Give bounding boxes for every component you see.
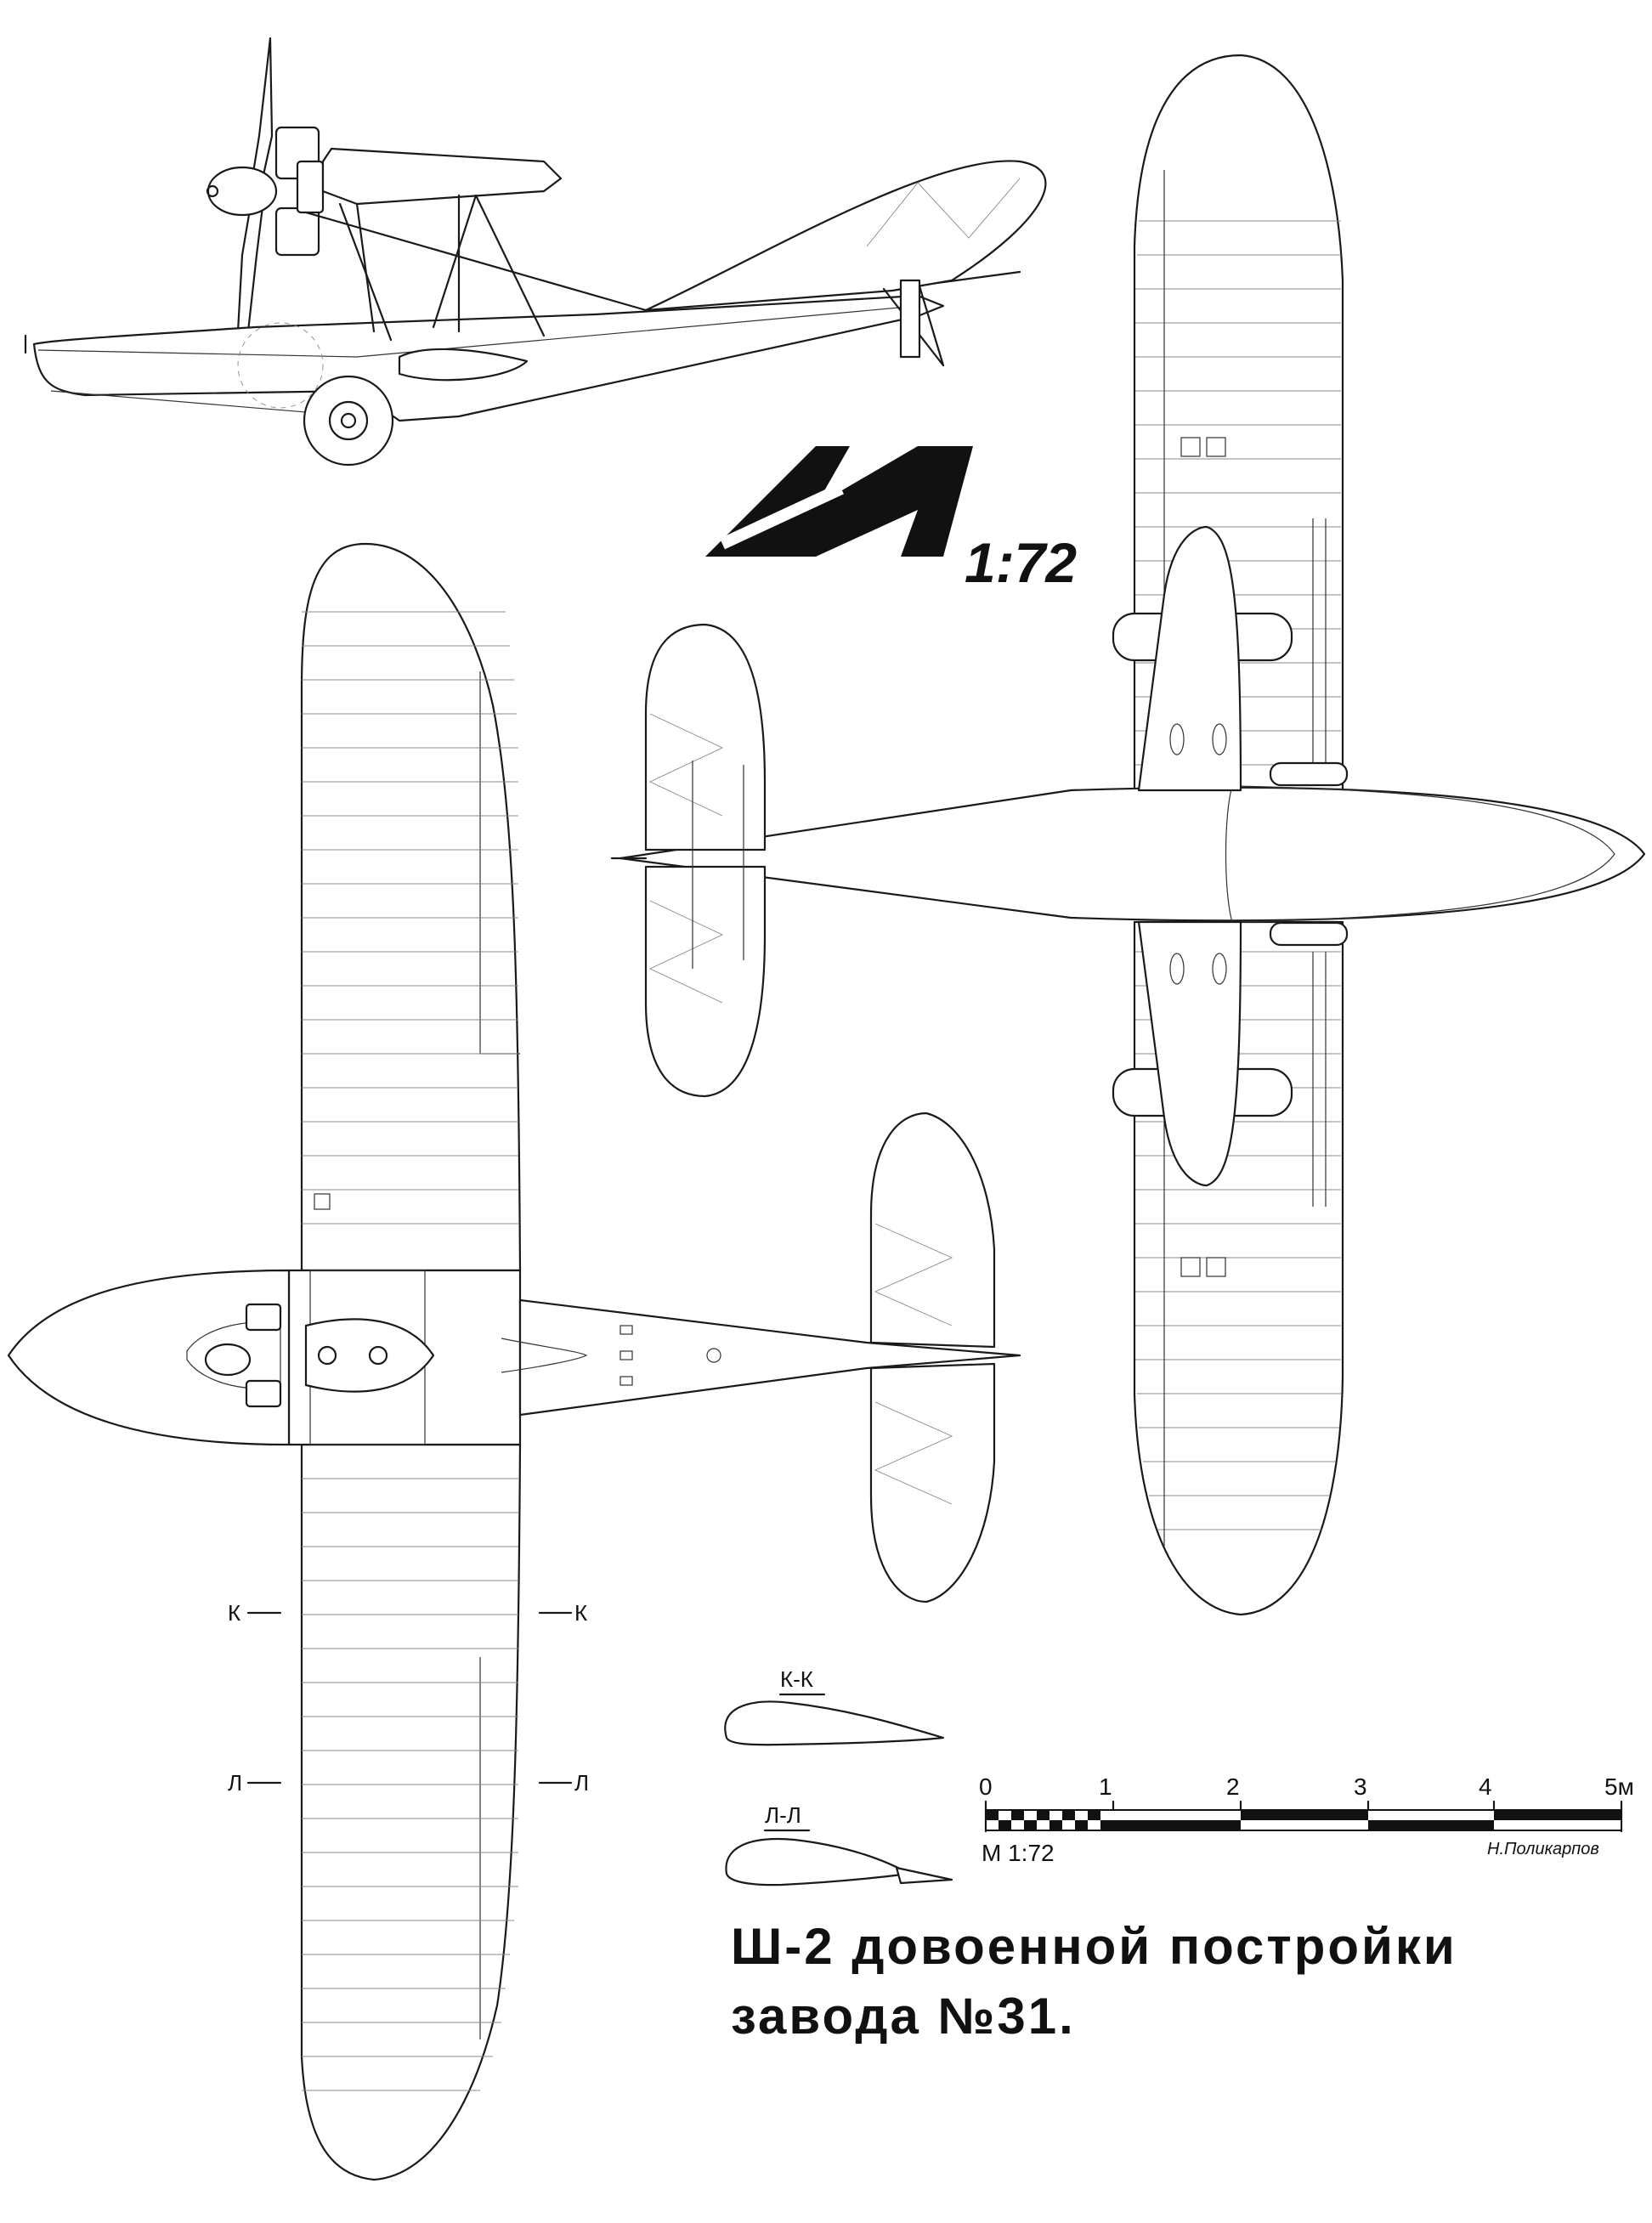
wing-ribs — [302, 611, 518, 2091]
author-credit: Н.Поликарпов — [1487, 1840, 1599, 1858]
scale-tick-2: 2 — [1226, 1773, 1240, 1800]
logo-scale-text: 1:72 — [965, 531, 1077, 594]
title-line-1: Ш-2 довоенной постройки — [731, 1918, 1457, 1975]
scale-tick-3: 3 — [1354, 1773, 1367, 1800]
marker-k-left: К — [228, 1600, 240, 1626]
profile-label-kk: К-К — [780, 1666, 813, 1692]
section-markers: К К Л Л — [228, 1600, 589, 1796]
planform-view — [7, 542, 1021, 2181]
marker-l-left: Л — [228, 1770, 242, 1796]
scale-bar: 0 1 2 3 4 5м М 1:72 Н.Поликарпов — [979, 1773, 1634, 1866]
underside-view — [610, 54, 1646, 1616]
scale-tick-5: 5м — [1604, 1773, 1634, 1800]
logo-letter-m — [705, 446, 973, 557]
marker-l-right: Л — [574, 1770, 589, 1796]
title-line-2: завода №31. — [731, 1988, 1076, 2045]
drawing-title: Ш-2 довоенной постройки завода №31. — [731, 1912, 1632, 2051]
scale-tick-1: 1 — [1099, 1773, 1112, 1800]
marker-k-right: К — [574, 1600, 587, 1626]
profile-label-ll: Л-Л — [765, 1802, 801, 1828]
lower-wing-ribs — [1135, 220, 1341, 1530]
scale-tick-4: 4 — [1479, 1773, 1492, 1800]
magazine-logo: 1:72 — [705, 446, 1077, 594]
scale-tick-0: 0 — [979, 1773, 993, 1800]
section-profile-kk: К-К — [724, 1666, 945, 1746]
side-view — [24, 37, 1047, 467]
section-profile-ll: Л-Л — [725, 1802, 953, 1886]
scale-ratio-label: М 1:72 — [982, 1840, 1055, 1866]
